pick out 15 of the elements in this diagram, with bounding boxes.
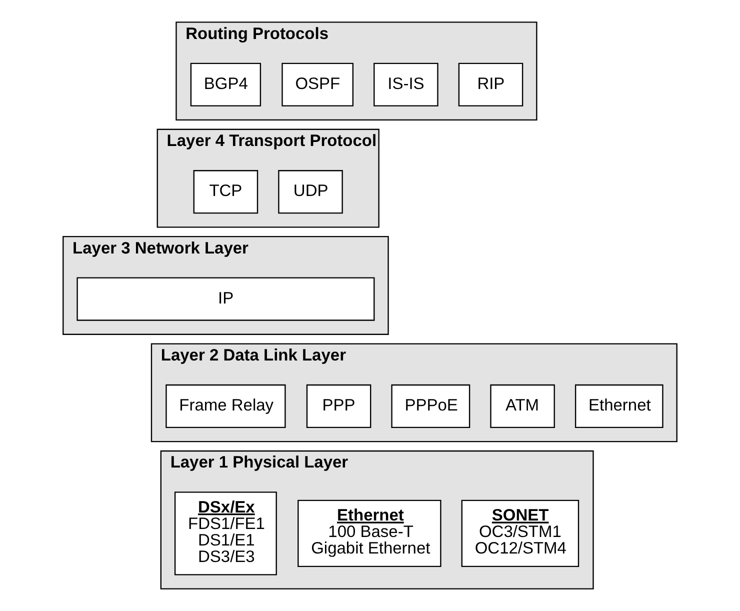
node-box: RIP <box>458 62 524 106</box>
node-box: TCP <box>193 170 258 214</box>
node-box: Frame Relay <box>166 384 286 428</box>
node-box: PPP <box>306 384 372 428</box>
node-box: OSPF <box>282 62 354 106</box>
node-box: ATM <box>490 384 555 428</box>
node-box: SONET OC3/STM1 OC12/STM4 <box>461 500 580 568</box>
node-box: DSx/Ex FDS1/FE1 DS1/E1 DS3/E3 <box>174 492 277 576</box>
node-box: PPPoE <box>391 384 470 428</box>
node-box: Ethernet <box>574 384 664 428</box>
node-box: BGP4 <box>190 62 262 106</box>
node-box: IS-IS <box>374 62 438 106</box>
node-box: Ethernet 100 Base-T Gigabit Ethernet <box>298 500 442 568</box>
node-box: IP <box>76 277 375 321</box>
node-box: UDP <box>278 170 343 214</box>
